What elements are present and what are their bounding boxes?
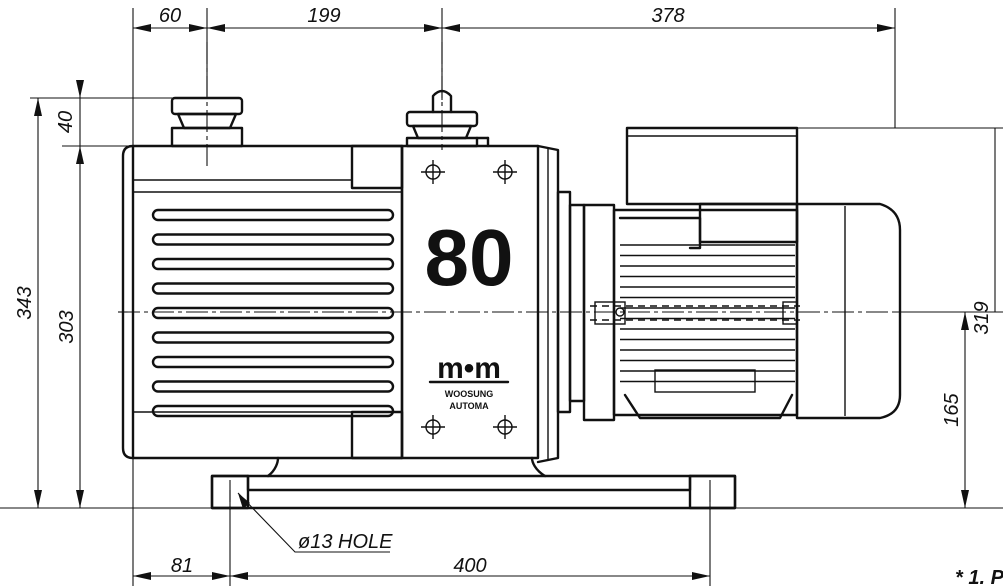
dim-motor-length: 378 (651, 5, 684, 27)
pump-body (121, 144, 404, 460)
base-frame (210, 456, 737, 510)
bolt-marks (421, 160, 517, 439)
dim-inlet-height: 40 (55, 111, 77, 133)
bolt-icon (493, 415, 517, 439)
cooling-fin (151, 233, 395, 246)
dim-inlet-spacing: 199 (307, 5, 340, 27)
motor-fins (620, 244, 795, 383)
dim-body-height: 303 (56, 310, 78, 343)
cooling-fins (151, 208, 395, 418)
dimension-labels: 60 199 378 40 343 303 165 319 81 400 ø13… (14, 5, 1003, 586)
bolt-icon (421, 415, 445, 439)
brand-logo: m•m (437, 352, 501, 385)
cooling-fin (151, 306, 395, 320)
center-block: 80 m•m WOOSUNG AUTOMA (400, 144, 586, 464)
dim-inlet-offset: 60 (159, 5, 181, 27)
model-number: 80 (425, 213, 514, 302)
cooling-fin (151, 380, 395, 393)
dim-overall-height: 343 (14, 286, 36, 319)
dim-foot-offset: 81 (171, 555, 193, 577)
cooling-fin (151, 331, 395, 344)
bolt-icon (493, 160, 517, 184)
dim-foot-span: 400 (453, 555, 486, 577)
bolt-icon (421, 160, 445, 184)
dimension-lines (0, 8, 1003, 586)
dim-motor-height: 319 (971, 301, 993, 334)
dim-shaft-height: 165 (941, 392, 963, 426)
cooling-fin (151, 355, 395, 369)
cooling-fin (151, 257, 395, 271)
brand-line-1: WOOSUNG (445, 389, 494, 399)
inlet-port (170, 96, 244, 148)
cooling-fin (151, 208, 395, 222)
hole-note: ø13 HOLE (298, 531, 393, 553)
motor (582, 126, 902, 422)
cooling-fin (151, 282, 395, 295)
brand-line-2: AUTOMA (449, 401, 489, 411)
footnote: * 1. Pl (955, 567, 1003, 586)
cooling-fin (151, 404, 395, 418)
exhaust-port (405, 89, 490, 148)
